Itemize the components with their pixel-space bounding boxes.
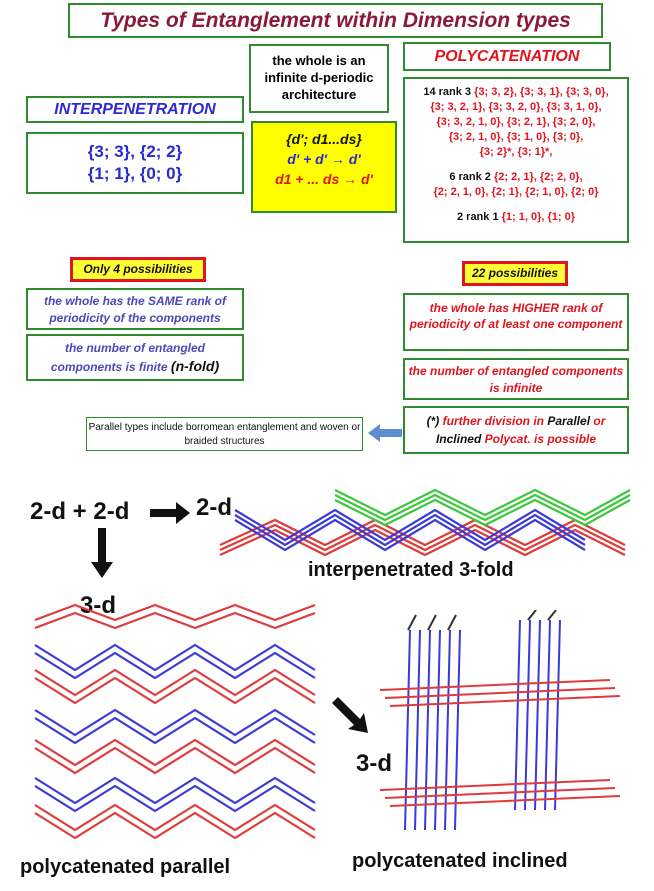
equation-label: 2-d + 2-d (30, 498, 130, 525)
or-word: or (593, 414, 606, 428)
page-title: Types of Entanglement within Dimension t… (68, 3, 603, 38)
polycatenation-title: POLYCATENATION (403, 42, 611, 71)
formula-box: {d'; d1...ds} d' + d' → d' d1 + ... ds →… (251, 121, 397, 213)
rank3-label: 14 rank 3 (423, 86, 472, 98)
down-arrow-icon (91, 528, 113, 578)
rank3-row: 14 rank 3 {3; 3, 2}, {3; 3, 1}, {3; 3, 0… (409, 85, 623, 100)
finite-components-note: the number of entangled components is fi… (26, 334, 244, 381)
interpenetrated-caption: interpenetrated 3-fold (308, 559, 514, 581)
asterisk-label: (*) (426, 414, 440, 428)
division-text-a: further division in (442, 414, 544, 428)
poly-inclined-caption: polycatenated inclined (352, 850, 568, 872)
whole-line-3: architecture (281, 87, 357, 102)
polycatenated-parallel-image (34, 603, 316, 840)
formula-line-3: d1 + ... ds → d' (275, 171, 373, 187)
formula-line-1: {d'; d1...ds} (286, 131, 362, 147)
higher-rank-note: the whole has HIGHER rank of periodicity… (403, 293, 629, 351)
interp-line-2: {1; 1}, {0; 0} (87, 164, 183, 183)
polycatenated-inclined-image (380, 610, 621, 831)
rank3-b: {3; 3, 2, 1}, {3; 3, 2, 0}, {3; 3, 1, 0}… (430, 101, 602, 113)
rank1-a: {1; 1, 0}, {1; 0} (501, 211, 576, 223)
result-2d-label: 2-d (196, 494, 232, 521)
interpenetrated-net-image (219, 488, 631, 557)
rank3-c: {3; 3, 2, 1, 0}, {3; 2, 1}, {3; 2, 0}, (436, 116, 596, 128)
rank3-d: {3; 2, 1, 0}, {3; 1, 0}, {3; 0}, (448, 131, 584, 143)
diagonal-arrow-icon (332, 697, 368, 733)
whole-line-1: the whole is an (272, 53, 366, 68)
22-possibilities-tag: 22 possibilities (462, 261, 568, 286)
rank1-row: 2 rank 1 {1; 1, 0}, {1; 0} (409, 210, 623, 225)
parallel-types-note: Parallel types include borromean entangl… (86, 417, 363, 451)
interpenetration-list: {3; 3}, {2; 2} {1; 1}, {0; 0} (26, 132, 244, 194)
only-4-possibilities-tag: Only 4 possibilities (70, 257, 206, 282)
rank1-label: 2 rank 1 (456, 211, 499, 223)
formula-line-2: d' + d' → d' (287, 151, 361, 167)
whole-architecture-box: the whole is an infinite d-periodic arch… (249, 44, 389, 113)
same-rank-note: the whole has the SAME rank of periodici… (26, 288, 244, 330)
rank3-a: {3; 3, 2}, {3; 3, 1}, {3; 3, 0}, (474, 86, 609, 98)
rank3-e: {3; 2}*, {3; 1}*, (479, 146, 553, 158)
interp-line-1: {3; 3}, {2; 2} (87, 142, 183, 161)
whole-line-2: infinite d-periodic (264, 70, 374, 85)
rank2-row: 6 rank 2 {2; 2, 1}, {2; 2, 0}, (409, 170, 623, 185)
rank2-label: 6 rank 2 (449, 171, 491, 183)
left-arrow-icon (368, 424, 402, 442)
further-division-note: (*) further division in Parallel or Incl… (403, 406, 629, 454)
parallel-word: Parallel (547, 414, 591, 428)
infinite-components-note: the number of entangled components is in… (403, 358, 629, 400)
finite-note-text: the number of entangled components is fi… (50, 341, 205, 374)
polycatenation-list: 14 rank 3 {3; 3, 2}, {3; 3, 1}, {3; 3, 0… (403, 77, 629, 243)
rank2-b: {2; 2, 1, 0}, {2; 1}, {2; 1, 0}, {2; 0} (433, 186, 599, 198)
inclined-word: Inclined (435, 432, 482, 446)
rank2-a: {2; 2, 1}, {2; 2, 0}, (493, 171, 583, 183)
interpenetration-title: INTERPENETRATION (26, 96, 244, 123)
right-arrow-icon (150, 502, 190, 524)
result-3d-label-b: 3-d (356, 750, 392, 777)
division-text-b: Polycat. is possible (484, 432, 597, 446)
poly-parallel-caption: polycatenated parallel (20, 856, 231, 878)
n-fold-label: (n-fold) (170, 358, 220, 374)
